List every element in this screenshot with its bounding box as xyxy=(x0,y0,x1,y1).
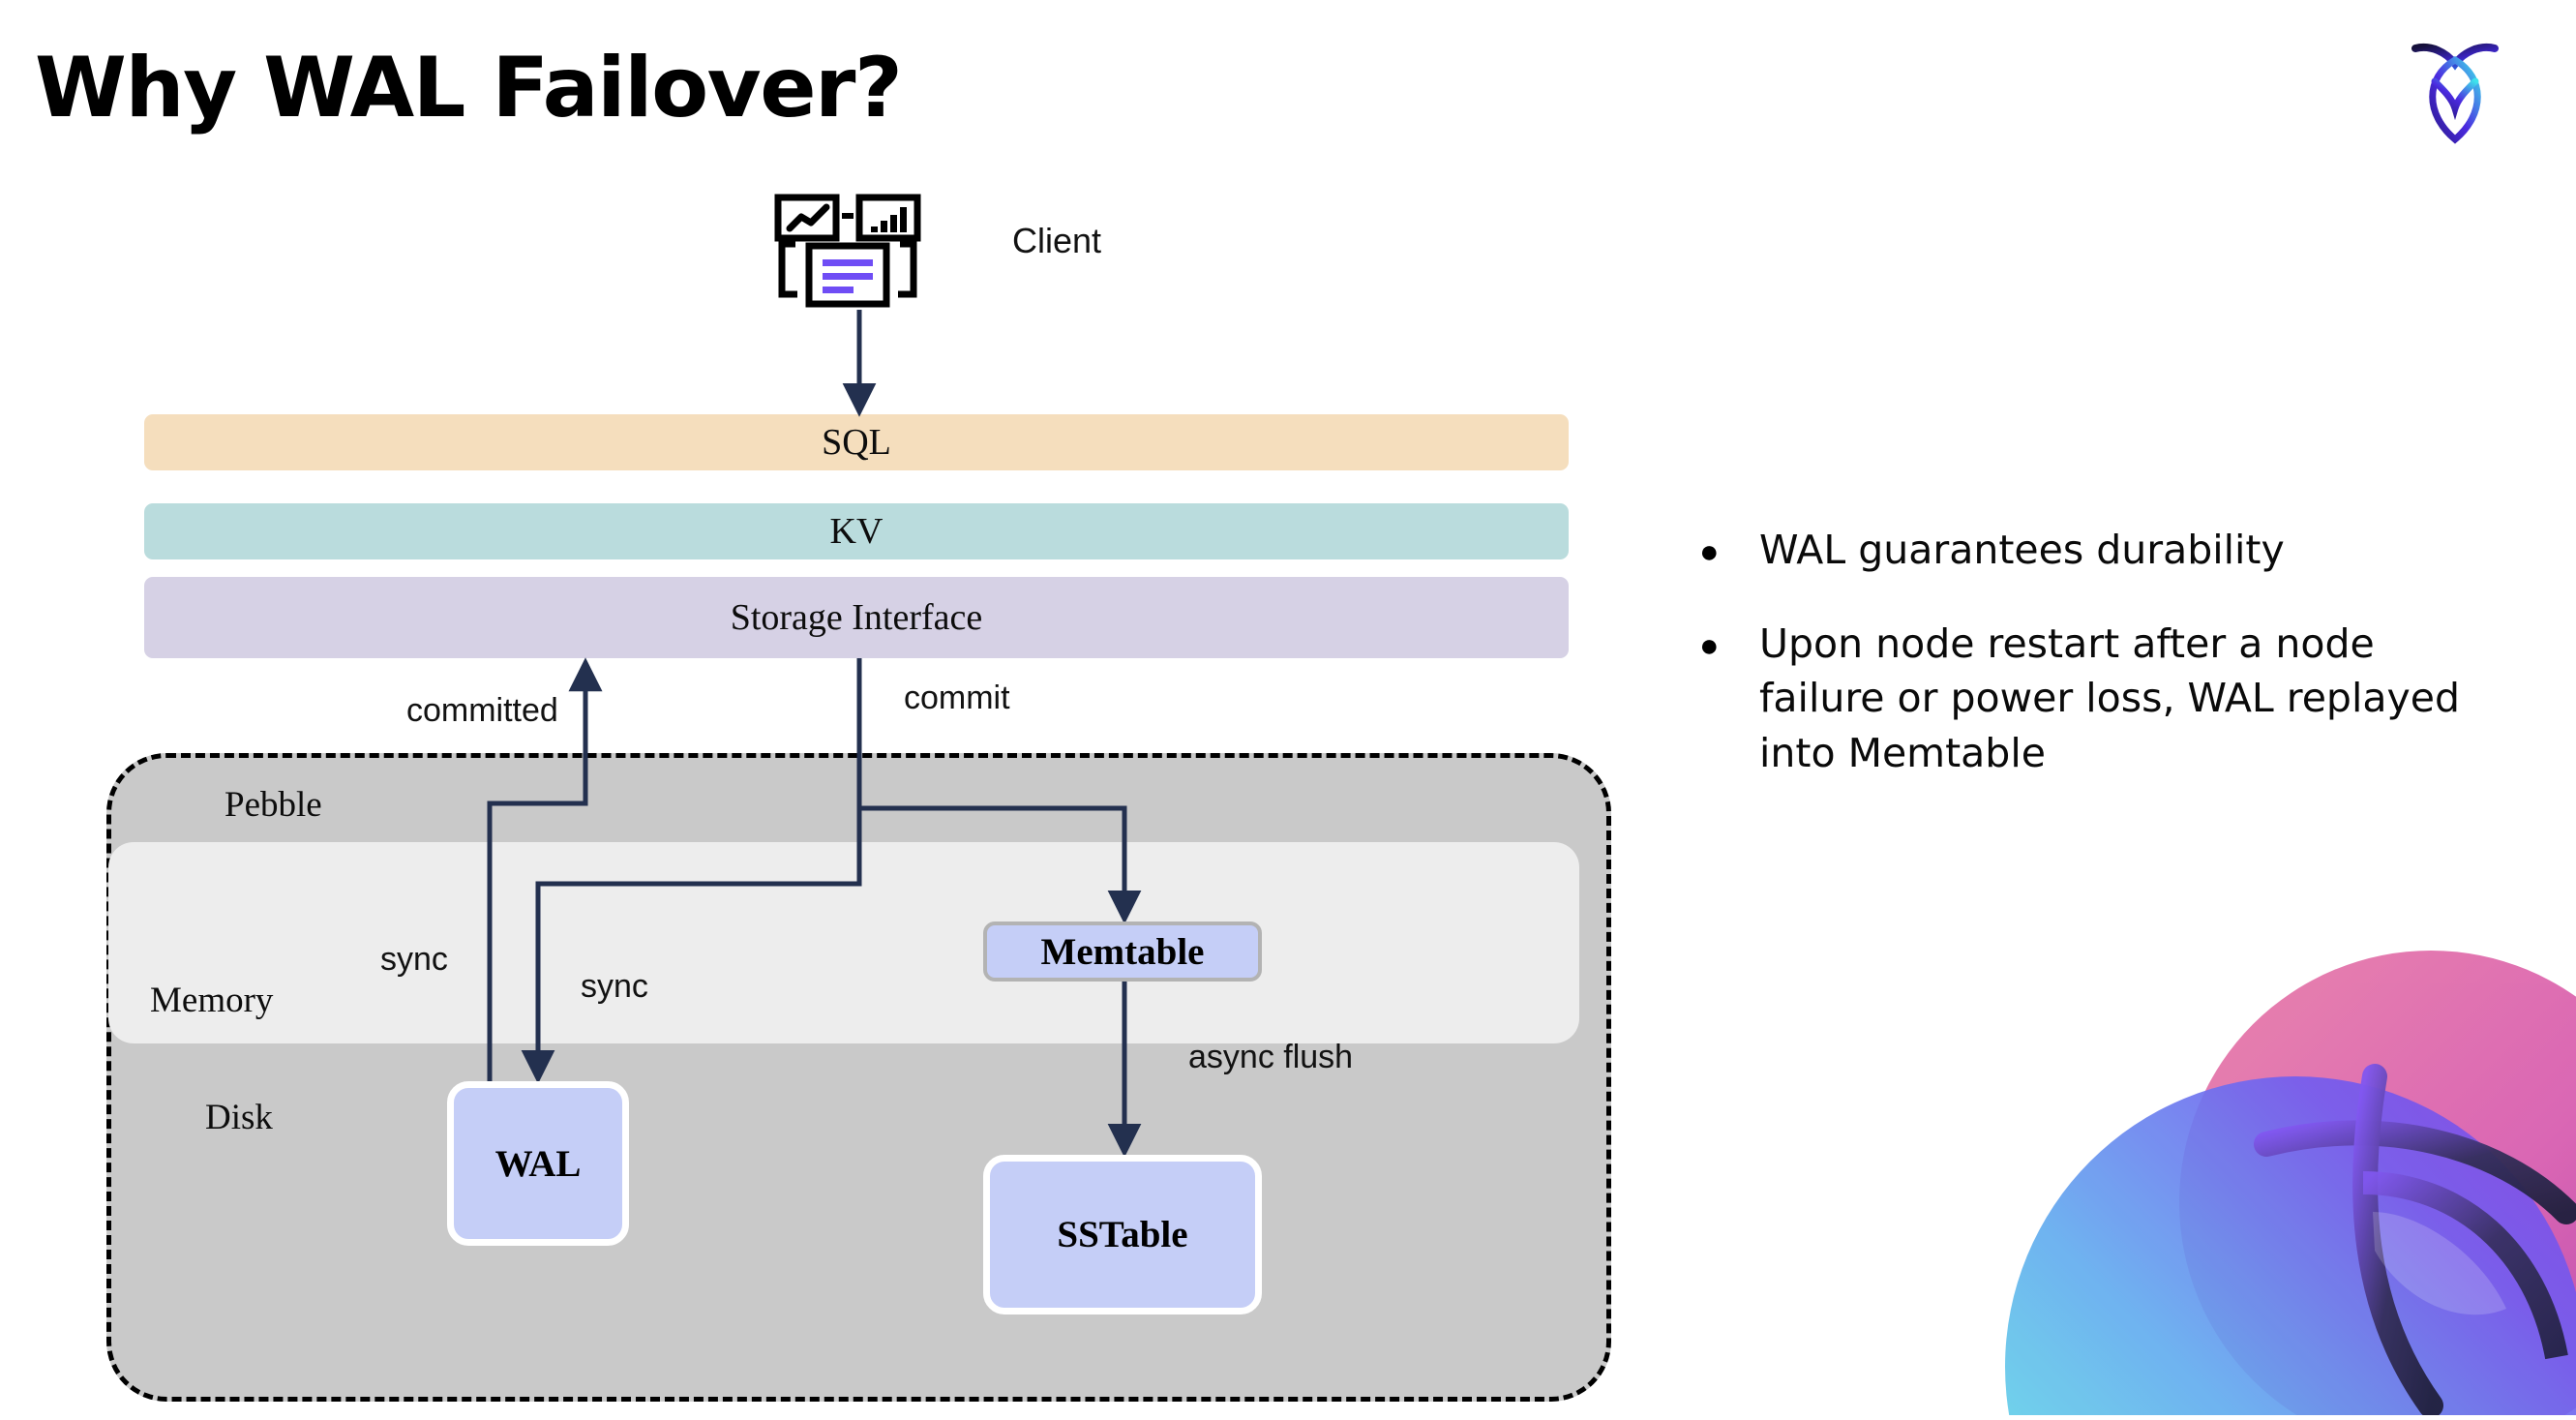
memory-region xyxy=(108,842,1579,1043)
bullet-list: ● WAL guarantees durability ● Upon node … xyxy=(1699,523,2512,819)
edge-label-committed: committed xyxy=(406,692,558,729)
list-item: ● Upon node restart after a node failure… xyxy=(1699,617,2512,781)
edge-label-sync-left: sync xyxy=(380,941,448,978)
client-dashboard-icon xyxy=(774,194,929,310)
memory-label: Memory xyxy=(150,981,274,1020)
bullet-text: WAL guarantees durability xyxy=(1759,527,2285,573)
edge-label-sync-right: sync xyxy=(581,968,648,1005)
layer-bar-sql: SQL xyxy=(144,414,1569,470)
layer-bar-storage-interface: Storage Interface xyxy=(144,577,1569,658)
disk-label: Disk xyxy=(205,1098,273,1137)
pebble-label: Pebble xyxy=(225,785,322,825)
bullet-text: Upon node restart after a node failure o… xyxy=(1759,619,2460,776)
node-sstable[interactable]: SSTable xyxy=(983,1155,1262,1314)
node-memtable[interactable]: Memtable xyxy=(983,921,1262,982)
edge-label-async-flush: async flush xyxy=(1188,1039,1354,1075)
client-label: Client xyxy=(1012,221,1102,260)
node-wal[interactable]: WAL xyxy=(447,1081,629,1246)
node-label-memtable: Memtable xyxy=(1040,930,1205,973)
connector-arrows xyxy=(487,310,1142,1158)
list-item: ● WAL guarantees durability xyxy=(1699,523,2512,578)
page-title: Why WAL Failover? xyxy=(35,40,903,136)
layer-bar-kv: KV xyxy=(144,503,1569,559)
bullet-marker: ● xyxy=(1699,626,1720,664)
edge-label-commit: commit xyxy=(904,680,1010,716)
cockroachdb-logo xyxy=(2402,31,2508,152)
layer-label-storage-interface: Storage Interface xyxy=(730,597,983,638)
node-label-sstable: SSTable xyxy=(1057,1214,1188,1255)
architecture-diagram: Client SQL KV Storage Interface Pebble M… xyxy=(106,194,1611,1402)
layer-label-kv: KV xyxy=(829,511,884,552)
layer-label-sql: SQL xyxy=(822,422,891,463)
node-label-wal: WAL xyxy=(494,1142,582,1185)
bullet-marker: ● xyxy=(1699,533,1720,570)
decorative-corner-graphic xyxy=(1976,921,2576,1415)
